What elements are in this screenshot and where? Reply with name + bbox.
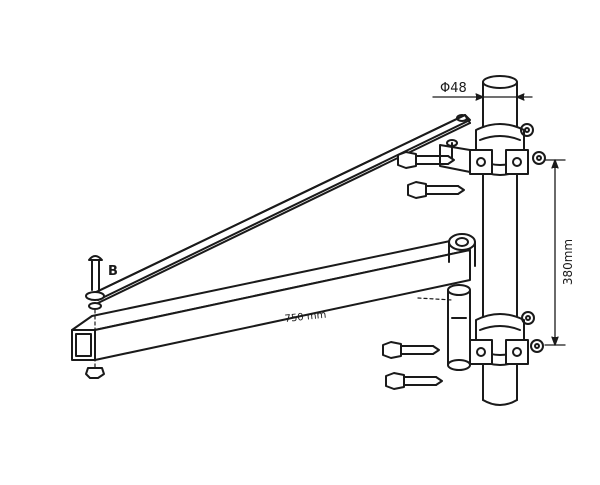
bolt-b [85, 255, 105, 379]
clamp-spacing-label: 380mm [561, 239, 575, 285]
upper-clamp-nuts [520, 123, 546, 165]
lower-pipe-clamp [469, 313, 529, 366]
horizontal-arm-square-tube [71, 233, 476, 361]
diameter-dimension-line [432, 89, 533, 105]
arm-length-label: 750 mm [284, 310, 327, 325]
spacing-dimension-line [544, 159, 566, 346]
lower-clamp-bolts [382, 341, 443, 390]
lower-clamp-nuts [521, 311, 544, 353]
pipe-diameter-label: Φ48 [440, 81, 467, 96]
lower-pivot-pin [417, 284, 471, 371]
bolt-b-label: B [108, 264, 118, 279]
upper-clamp-bolts [397, 151, 465, 199]
upper-pipe-clamp [439, 123, 529, 176]
